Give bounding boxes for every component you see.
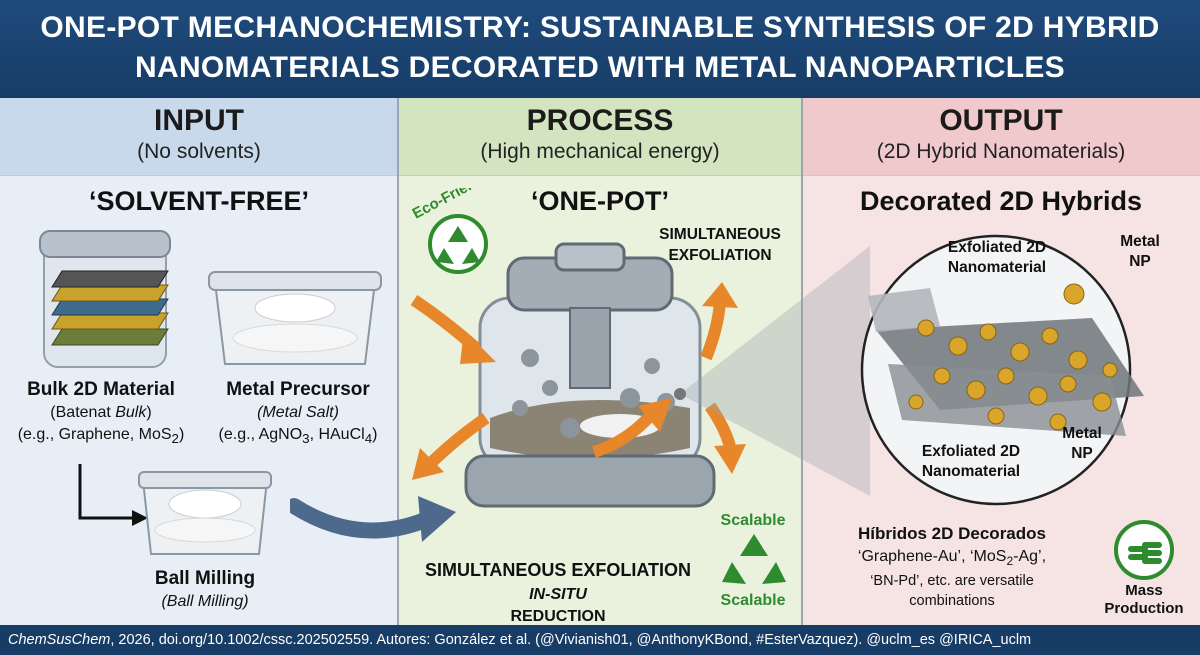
process-bottom-caption: SIMULTANEOUS EXFOLIATION IN-SITU REDUCTI… — [404, 556, 712, 628]
solvent-free-heading: ‘SOLVENT-FREE’ — [88, 186, 310, 216]
process-band: PROCESS (High mechanical energy) — [398, 98, 802, 176]
mass-production-label: Mass Production — [1104, 582, 1184, 617]
column-divider-right — [801, 98, 803, 625]
header-title-line2: NANOMATERIALS DECORATED WITH METAL NANOP… — [135, 51, 1065, 84]
footer-credits: ChemSusChem, 2026, doi.org/10.1002/cssc.… — [0, 625, 1200, 655]
scalable-recycle-icon — [722, 534, 786, 584]
footer-journal: ChemSusChem — [8, 632, 111, 648]
ball-milling-sub: (Ball Milling) — [161, 593, 249, 610]
metal-examples: (e.g., AgNO3, HAuCl4) — [218, 426, 378, 447]
ball-milling-tray-icon — [138, 471, 272, 555]
input-title: INPUT — [154, 104, 244, 137]
input-subtitle: (No solvents) — [137, 140, 261, 163]
hybrids-title: Híbridos 2D Decorados — [858, 524, 1046, 543]
curved-flow-arrow-icon — [290, 496, 456, 542]
process-subtitle: (High mechanical energy) — [480, 140, 720, 163]
hybrids-line1: ‘Graphene-Au’, ‘MoS2-Ag’, — [857, 548, 1047, 568]
bulk-sub: (Batenat Bulk) — [50, 404, 152, 421]
metal-precursor-label: Metal Precursor (Metal Salt) (e.g., AgNO… — [200, 378, 396, 450]
metal-sub: (Metal Salt) — [257, 404, 339, 421]
hybrids-line2: ‘BN-Pd’, etc. are versatile — [870, 572, 1034, 589]
scalable-bottom-label: Scalable — [720, 592, 786, 609]
orange-arrow-right-top-icon — [700, 282, 738, 361]
bulk-2d-material-label: Bulk 2D Material (Batenat Bulk) (e.g., G… — [6, 378, 196, 450]
process-bottom-line1: SIMULTANEOUS EXFOLIATION — [425, 560, 691, 580]
metal-np-bottom-label: Metal NP — [1062, 425, 1102, 462]
output-subtitle: (2D Hybrid Nanomaterials) — [876, 140, 1126, 163]
metal-name: Metal Precursor — [226, 379, 370, 400]
exfoliated-bottom-label: Exfoliated 2D Nanomaterial — [921, 443, 1021, 480]
output-band: OUTPUT (2D Hybrid Nanomaterials) — [802, 98, 1200, 176]
hybrids-line3: combinations — [909, 592, 995, 609]
orange-arrow-left-top-icon — [410, 295, 496, 364]
elbow-arrow-icon — [78, 464, 148, 526]
layered-material-icon — [51, 270, 169, 346]
hybrids-caption: Híbridos 2D Decorados ‘Graphene-Au’, ‘Mo… — [822, 522, 1082, 611]
header-title-line1: ONE-POT MECHANOCHEMISTRY: SUSTAINABLE SY… — [40, 11, 1160, 44]
bulk-name: Bulk 2D Material — [27, 379, 175, 400]
process-title: PROCESS — [526, 104, 674, 137]
metal-nanoparticle-icons — [908, 283, 1118, 431]
input-band: INPUT (No solvents) — [0, 98, 398, 176]
coins-stack-icon — [1114, 520, 1174, 580]
orange-arrow-swirl-icon — [592, 398, 672, 458]
ball-milling-label: Ball Milling (Ball Milling) — [110, 567, 300, 613]
decorated-hybrids-heading: Decorated 2D Hybrids — [859, 186, 1143, 216]
process-bottom-line2: IN-SITU REDUCTION — [510, 586, 606, 625]
ball-milling-name: Ball Milling — [154, 568, 256, 589]
orange-arrow-right-bottom-icon — [705, 402, 746, 474]
footer-rest: , 2026, doi.org/10.1002/cssc.202502559. … — [110, 632, 1032, 648]
output-title: OUTPUT — [939, 104, 1063, 137]
header-banner: ONE-POT MECHANOCHEMISTRY: SUSTAINABLE SY… — [0, 0, 1200, 98]
metal-salt-tray-icon — [208, 271, 382, 365]
exfoliated-top-label: Exfoliated 2D Nanomaterial — [947, 239, 1047, 276]
metal-np-top-label: Metal NP — [1120, 233, 1160, 270]
recycle-icon — [436, 226, 480, 264]
orange-arrow-left-bottom-icon — [412, 413, 490, 480]
bulk-material-jar-icon — [39, 230, 171, 368]
simultaneous-exfoliation-top-label: SIMULTANEOUS EXFOLIATION — [659, 226, 781, 264]
eco-friendly-badge: Eco-Friendly — [410, 188, 498, 274]
bulk-examples: (e.g., Graphene, MoS2) — [17, 426, 185, 447]
scalable-top-label: Scalable — [720, 512, 786, 529]
column-divider-left — [397, 98, 399, 625]
one-pot-heading: ‘ONE-POT’ — [530, 186, 669, 216]
magnified-hybrid-view — [674, 234, 1144, 506]
